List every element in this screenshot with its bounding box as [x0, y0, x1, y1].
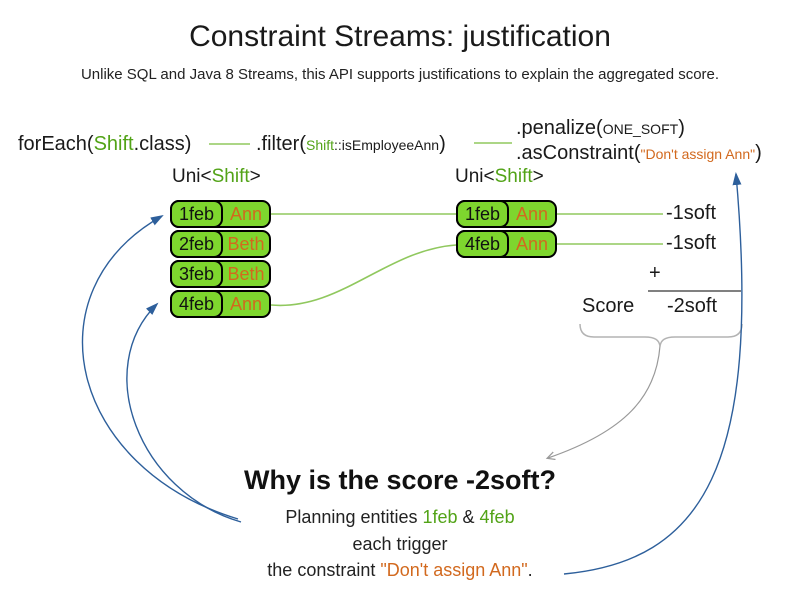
code-filter: .filter(Shift::isEmployeeAnn)	[256, 133, 446, 156]
line1-amp: &	[457, 507, 480, 527]
asconstraint-post: )	[755, 142, 762, 164]
match-4feb-connector	[270, 244, 457, 307]
shift-employee: Ann	[229, 203, 263, 224]
shift-date: 1feb	[456, 200, 509, 228]
code-penalize: .penalize(ONE_SOFT)	[516, 117, 685, 140]
line1-entity-1feb: 1feb	[422, 507, 458, 527]
shift-date: 2feb	[170, 230, 223, 258]
plus-sign: +	[649, 262, 661, 284]
shift-employee: Beth	[227, 233, 265, 254]
shift-employee: Beth	[227, 263, 265, 284]
why-heading: Why is the score -2soft?	[243, 465, 557, 495]
line3-post: .	[527, 560, 533, 580]
shift-date: 1feb	[170, 200, 223, 228]
shift-row-2feb: 2feb Beth	[170, 230, 271, 258]
score-label: Score	[582, 295, 635, 317]
shift-date: 3feb	[170, 260, 223, 288]
line3-pre: the constraint	[267, 560, 381, 580]
penalize-pre: .penalize(	[516, 117, 603, 139]
uni-shift-label-right: Uni<Shift>	[455, 166, 544, 188]
shift-date: 4feb	[456, 230, 509, 258]
foreach-class: Shift	[93, 133, 134, 155]
penalty-1feb: -1soft	[666, 202, 717, 224]
uni-left-type: Shift	[211, 166, 250, 187]
uni-right-pre: Uni<	[455, 166, 495, 187]
line1-pre: Planning entities	[285, 507, 423, 527]
filter-method: ::isEmployeeAnn	[334, 137, 440, 153]
asconstraint-arg: "Don't assign Ann"	[640, 146, 756, 162]
asconstraint-pre: .asConstraint(	[516, 142, 641, 164]
filtered-row-4feb: 4feb Ann	[456, 230, 557, 258]
subtitle: Unlike SQL and Java 8 Streams, this API …	[80, 66, 720, 83]
filter-class: Shift	[306, 137, 335, 153]
explanation-line1: Planning entities 1feb & 4feb	[0, 507, 800, 528]
uni-left-pre: Uni<	[172, 166, 212, 187]
explanation-line3: the constraint "Don't assign Ann".	[0, 560, 800, 581]
filter-pre: .filter(	[256, 133, 306, 155]
shift-row-3feb: 3feb Beth	[170, 260, 271, 288]
shift-employee: Ann	[229, 293, 263, 314]
score-to-why-arrow	[548, 345, 661, 458]
foreach-post: .class)	[133, 133, 192, 155]
score-total: -2soft	[667, 295, 718, 317]
penalize-post: )	[678, 117, 685, 139]
uni-right-type: Shift	[494, 166, 533, 187]
why-to-1feb-arrow	[81, 215, 239, 520]
shift-row-1feb: 1feb Ann	[170, 200, 271, 228]
explanation-line2: each trigger	[352, 534, 448, 554]
penalize-arg: ONE_SOFT	[602, 121, 679, 137]
uni-right-post: >	[532, 166, 544, 187]
shift-date: 4feb	[170, 290, 223, 318]
filtered-row-1feb: 1feb Ann	[456, 200, 557, 228]
code-foreach: forEach(Shift.class)	[18, 133, 191, 156]
score-brace	[579, 323, 743, 347]
line3-constraint-name: "Don't assign Ann"	[380, 560, 528, 580]
code-asconstraint: .asConstraint("Don't assign Ann")	[516, 142, 762, 165]
shift-row-4feb: 4feb Ann	[170, 290, 271, 318]
why-to-constraint-arrow	[563, 172, 743, 575]
penalty-4feb: -1soft	[666, 232, 717, 254]
foreach-pre: forEach(	[18, 133, 94, 155]
uni-left-post: >	[249, 166, 261, 187]
why-to-4feb-arrow	[126, 302, 242, 523]
shift-employee: Ann	[515, 233, 549, 254]
uni-shift-label-left: Uni<Shift>	[172, 166, 261, 188]
filter-post: )	[439, 133, 446, 155]
shift-employee: Ann	[515, 203, 549, 224]
page-title: Constraint Streams: justification	[189, 20, 611, 53]
line1-entity-4feb: 4feb	[479, 507, 515, 527]
